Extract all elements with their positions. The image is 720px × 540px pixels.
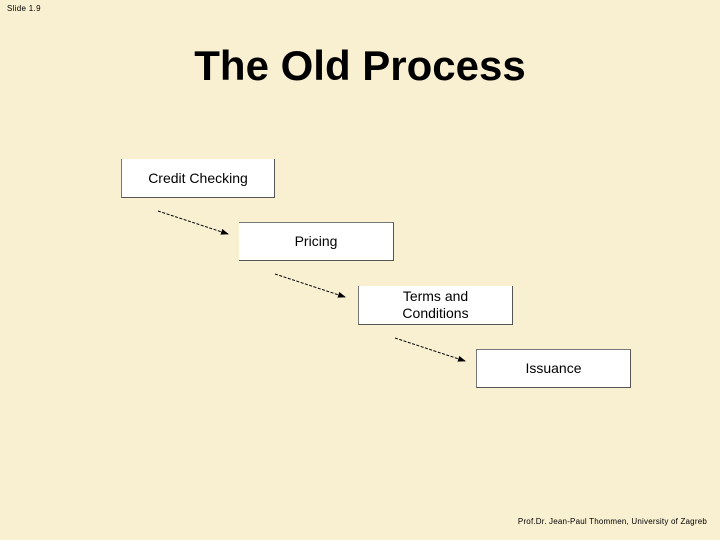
step-label: Terms and Conditions — [402, 288, 469, 321]
step-box-pricing: Pricing — [239, 222, 394, 261]
step-box-credit-checking: Credit Checking — [121, 159, 275, 198]
step-label: Credit Checking — [148, 169, 248, 186]
arrow-pricing-to-terms — [274, 273, 346, 298]
footer-credit: Prof.Dr. Jean-Paul Thommen, University o… — [517, 517, 707, 526]
slide-number: Slide 1.9 — [7, 4, 41, 13]
arrow-credit-to-pricing — [157, 210, 229, 235]
step-box-terms-and-conditions: Terms and Conditions — [358, 286, 513, 325]
slide-title: The Old Process — [0, 42, 720, 90]
slide-title-text: The Old Process — [194, 42, 526, 89]
step-label: Pricing — [294, 233, 338, 249]
step-box-issuance: Issuance — [476, 349, 631, 388]
step-label: Issuance — [525, 360, 582, 376]
arrow-terms-to-issuance — [394, 337, 466, 362]
